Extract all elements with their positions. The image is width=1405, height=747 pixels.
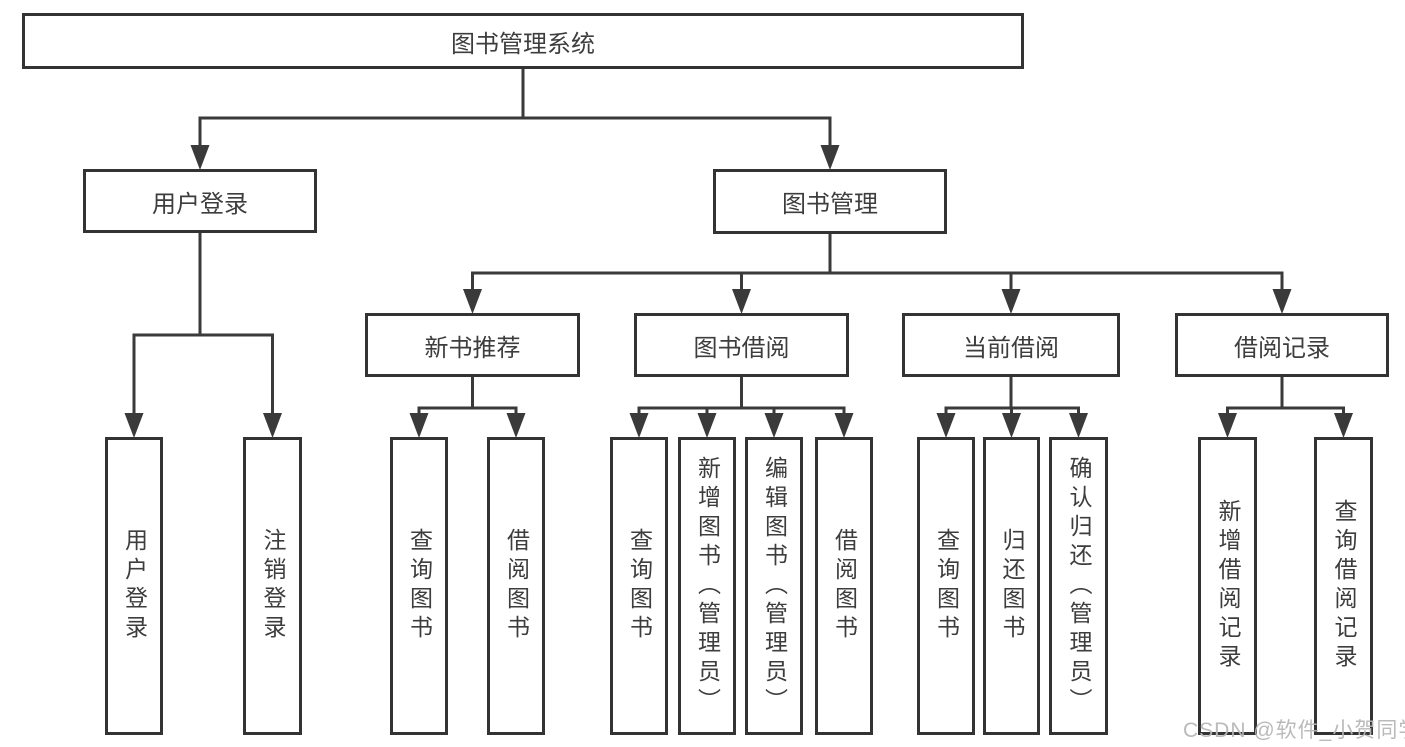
arrowhead-icon <box>506 413 526 438</box>
node-login-logout: 注销登录 <box>243 437 302 735</box>
node-hist-add: 新增借阅记录 <box>1198 437 1257 735</box>
arrowhead-icon <box>409 413 429 438</box>
arrowhead-icon <box>1272 289 1292 314</box>
node-bor-borrow: 借阅图书 <box>815 437 873 735</box>
arrowhead-icon <box>764 413 784 438</box>
arrowhead-icon <box>1334 413 1353 438</box>
node-bor-query: 查询图书 <box>610 437 668 735</box>
node-bor-edit: 编辑图书（管理员） <box>745 437 803 735</box>
node-login-user: 用户登录 <box>105 437 163 735</box>
node-recommend: 新书推荐 <box>365 313 580 377</box>
arrowhead-icon <box>936 413 956 438</box>
node-cur-confirm: 确认归还（管理员） <box>1049 437 1108 735</box>
node-current: 当前借阅 <box>902 313 1120 377</box>
node-root: 图书管理系统 <box>22 13 1024 69</box>
arrowhead-icon <box>1002 413 1021 438</box>
node-rec-borrow: 借阅图书 <box>487 437 545 735</box>
arrowhead-icon <box>629 413 649 438</box>
arrowhead-icon <box>1218 413 1237 438</box>
arrowhead-icon <box>732 289 751 314</box>
node-cur-query: 查询图书 <box>917 437 975 735</box>
node-bor-add: 新增图书（管理员） <box>678 437 736 735</box>
arrowhead-icon <box>697 413 717 438</box>
arrowhead-icon <box>1001 289 1021 314</box>
node-mgmt: 图书管理 <box>713 169 947 234</box>
node-login: 用户登录 <box>83 169 317 233</box>
node-history: 借阅记录 <box>1175 313 1389 377</box>
node-cur-return: 归还图书 <box>983 437 1040 735</box>
node-rec-query: 查询图书 <box>390 437 448 735</box>
arrowhead-icon <box>820 145 840 170</box>
arrowhead-icon <box>263 413 282 438</box>
arrowhead-icon <box>463 289 482 314</box>
arrowhead-icon <box>124 413 144 438</box>
arrowhead-icon <box>190 145 210 170</box>
node-hist-query: 查询借阅记录 <box>1314 437 1373 735</box>
node-borrow: 图书借阅 <box>634 313 849 377</box>
arrowhead-icon <box>1069 413 1088 438</box>
arrowhead-icon <box>834 413 854 438</box>
watermark: CSDN @软件_小贺同学 <box>1183 719 1405 742</box>
